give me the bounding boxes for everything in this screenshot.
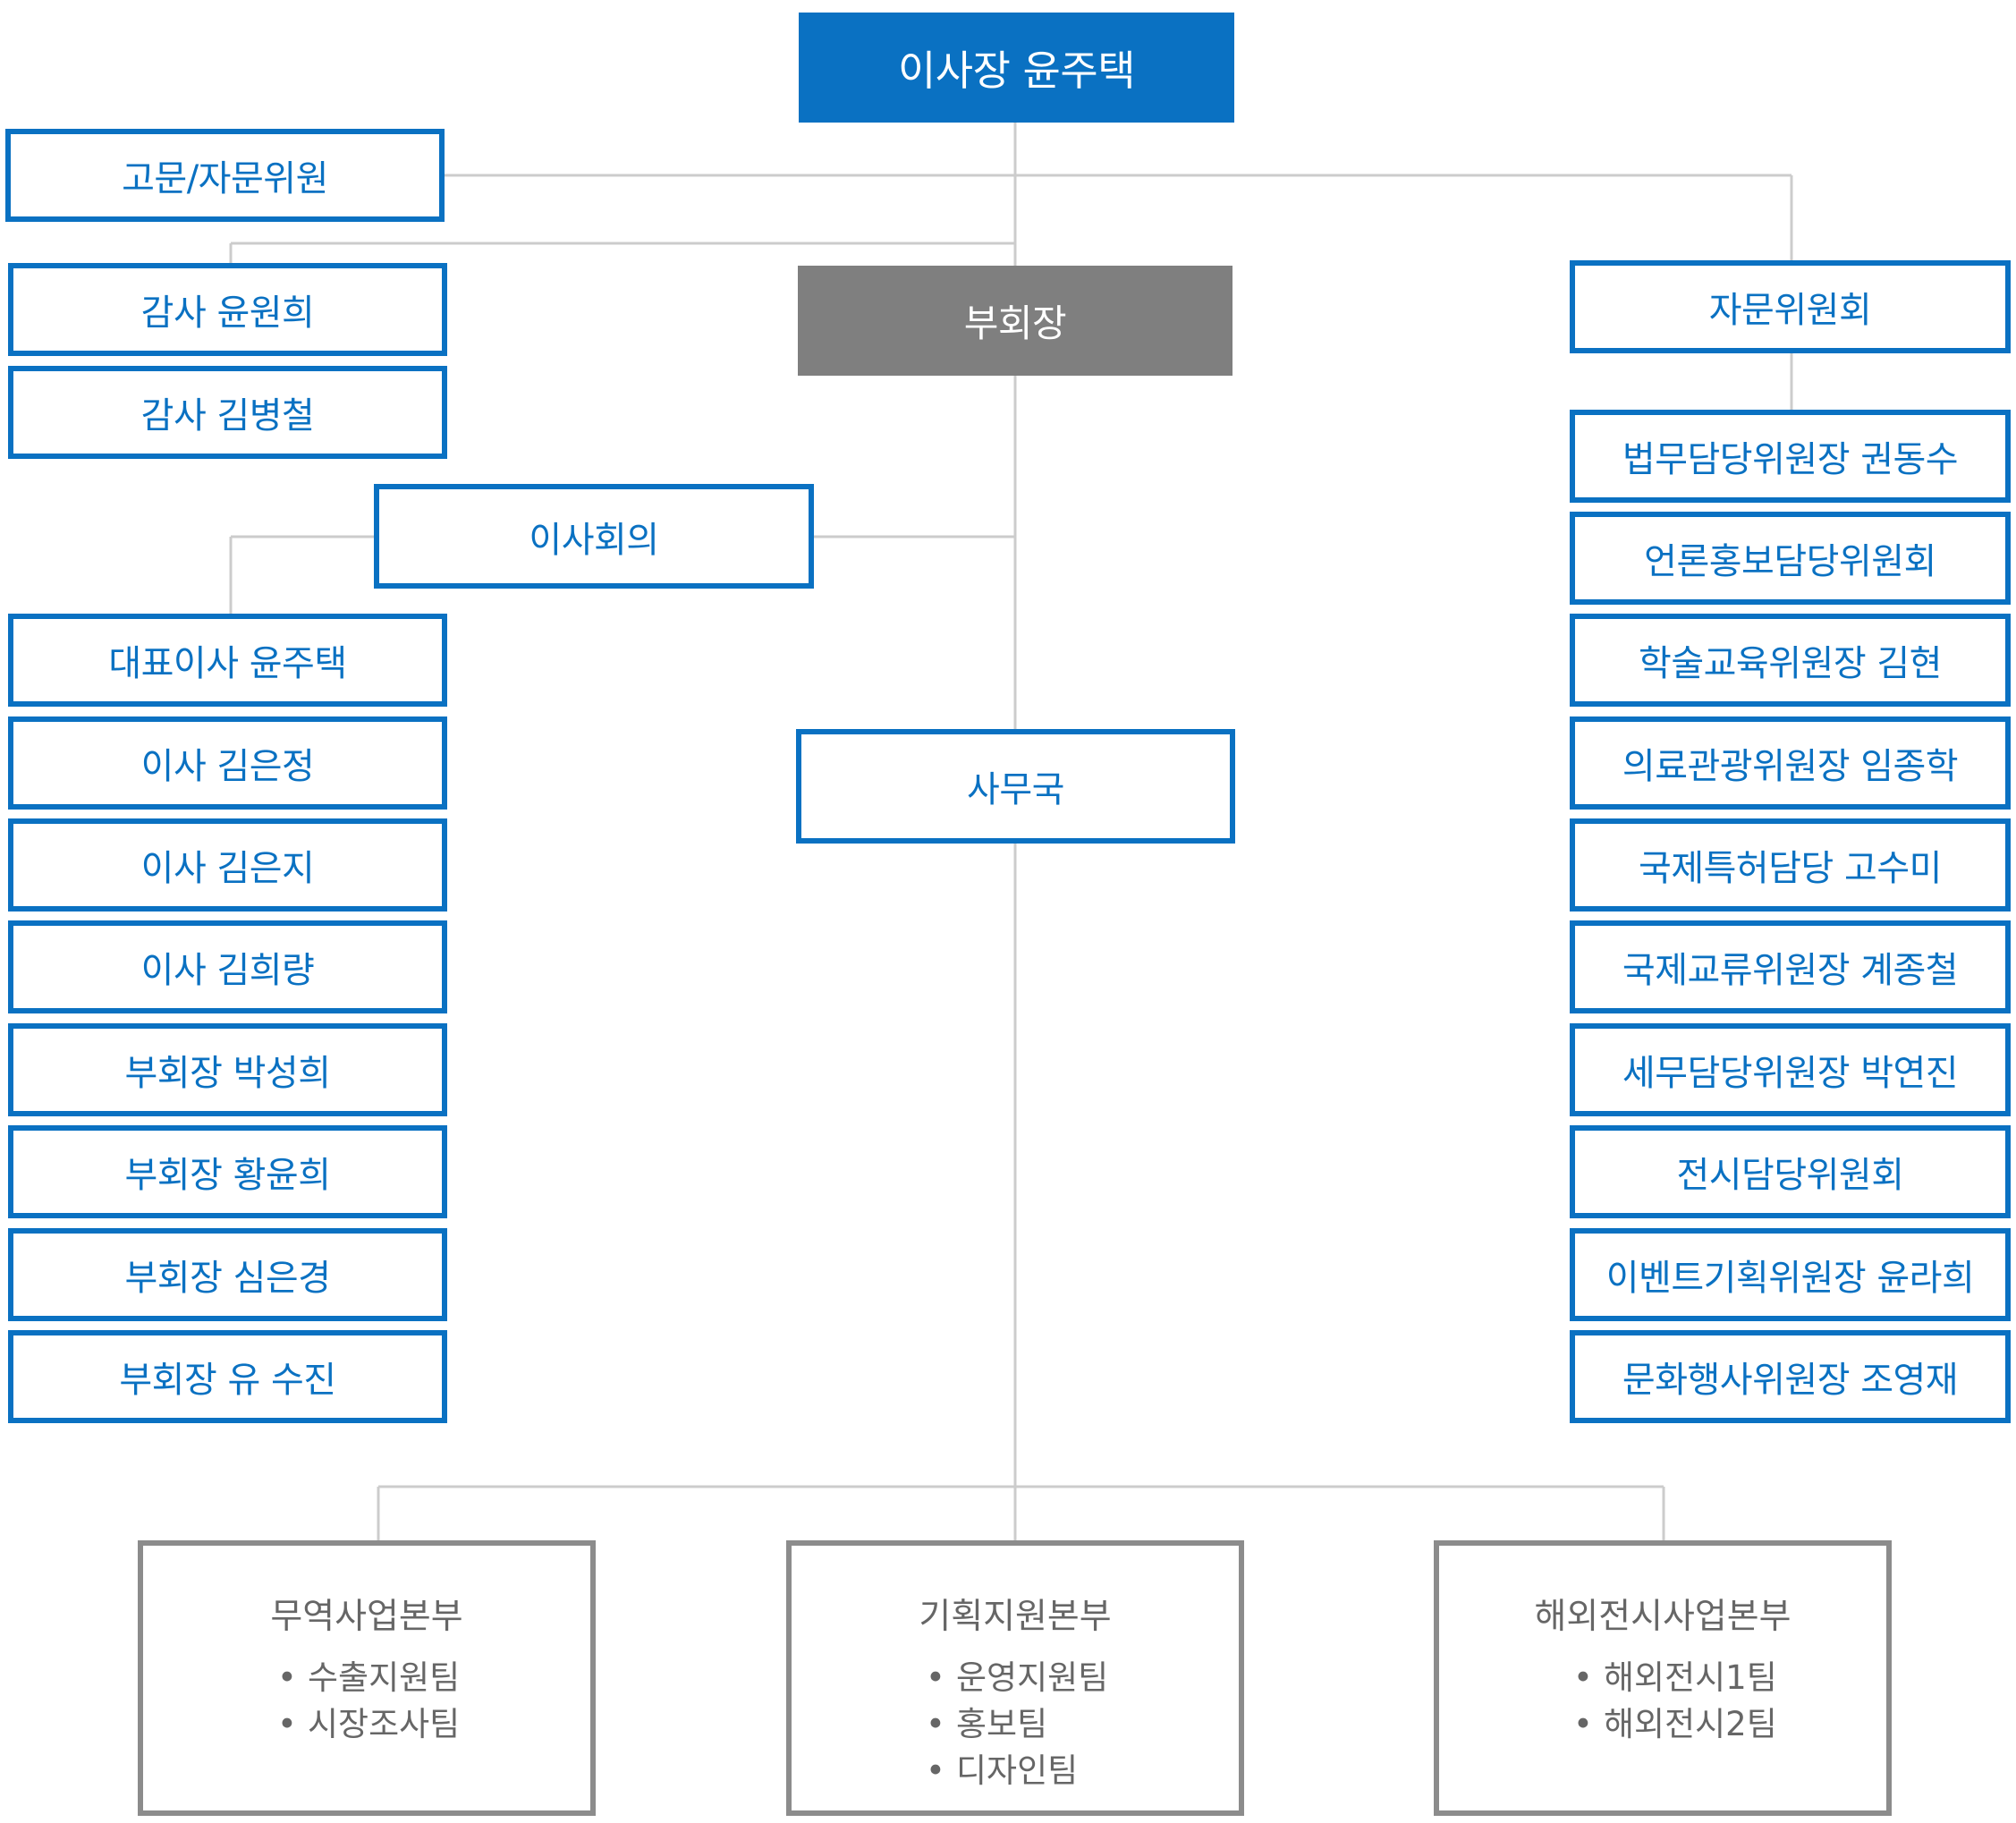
board-member-box: 이사 김은정 — [8, 716, 447, 810]
board-member-box: 부회장 박성희 — [8, 1023, 447, 1116]
team-list: 운영지원팀 홍보팀 디자인팀 — [926, 1655, 1239, 1794]
team-list: 해외전시1팀 해외전시2팀 — [1573, 1655, 1886, 1748]
division-title: 기획지원본부 — [919, 1597, 1112, 1637]
committee-member-box: 전시담당위원회 — [1570, 1125, 2011, 1218]
board-member-box: 부회장 심은경 — [8, 1228, 447, 1321]
auditor-box: 감사 김병철 — [8, 366, 447, 459]
team-item: 해외전시1팀 — [1573, 1655, 1886, 1701]
auditor-box: 감사 윤원희 — [8, 263, 447, 356]
committee-member-box: 학술교육위원장 김현 — [1570, 614, 2011, 707]
board-member-box: 대표이사 윤주택 — [8, 614, 447, 707]
team-item: 홍보팀 — [926, 1701, 1239, 1748]
committee-member-box: 세무담당위원장 박연진 — [1570, 1023, 2011, 1116]
division-box: 무역사업본부 수출지원팀 시장조사팀 — [138, 1540, 596, 1816]
committee-member-box: 이벤트기획위원장 윤라희 — [1570, 1228, 2011, 1321]
advisor-box: 고문/자문위원 — [5, 129, 445, 222]
team-item: 운영지원팀 — [926, 1655, 1239, 1701]
team-item: 해외전시2팀 — [1573, 1701, 1886, 1748]
committee-member-box: 국제특허담당 고수미 — [1570, 818, 2011, 912]
board-member-box: 부회장 황윤희 — [8, 1125, 447, 1218]
division-title: 무역사업본부 — [270, 1597, 463, 1637]
team-item: 디자인팀 — [926, 1748, 1239, 1794]
team-item: 시장조사팀 — [277, 1701, 590, 1748]
division-title: 해외전시사업본부 — [1534, 1597, 1792, 1637]
secretariat-box: 사무국 — [796, 729, 1235, 844]
team-list: 수출지원팀 시장조사팀 — [277, 1655, 590, 1748]
committee-member-box: 국제교류위원장 계종철 — [1570, 920, 2011, 1013]
division-box: 해외전시사업본부 해외전시1팀 해외전시2팀 — [1434, 1540, 1892, 1816]
committee-member-box: 법무담당위원장 권동수 — [1570, 410, 2011, 503]
committee-member-box: 문화행사위원장 조영재 — [1570, 1330, 2011, 1423]
board-meeting-box: 이사회의 — [374, 484, 814, 589]
board-member-box: 이사 김은지 — [8, 818, 447, 912]
board-member-box: 부회장 유 수진 — [8, 1330, 447, 1423]
advisory-committee-box: 자문위원회 — [1570, 260, 2011, 353]
committee-member-box: 의료관광위원장 임종학 — [1570, 716, 2011, 810]
vice-chairman-box: 부회장 — [798, 266, 1232, 376]
team-item: 수출지원팀 — [277, 1655, 590, 1701]
committee-member-box: 언론홍보담당위원회 — [1570, 512, 2011, 605]
chairman-box: 이사장 윤주택 — [799, 13, 1234, 123]
division-box: 기획지원본부 운영지원팀 홍보팀 디자인팀 — [786, 1540, 1244, 1816]
board-member-box: 이사 김희량 — [8, 920, 447, 1013]
